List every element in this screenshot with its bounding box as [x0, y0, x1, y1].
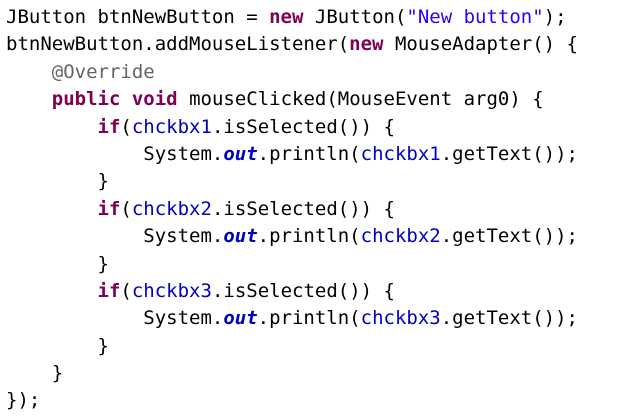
code-text: }: [6, 170, 109, 193]
keyword-token: new: [269, 6, 304, 28]
code-text: JButton(: [303, 6, 407, 28]
code-line: public void mouseClicked(MouseEvent arg0…: [6, 86, 642, 113]
code-text: }: [6, 334, 109, 357]
code-text: .isSelected()) {: [211, 279, 395, 302]
string-literal: "New button": [406, 6, 544, 28]
code-text: .println(: [257, 307, 361, 330]
static-field-reference: out: [223, 225, 258, 248]
code-text: System.: [6, 225, 224, 248]
field-reference: chckbx1: [131, 115, 212, 138]
code-line: JButton btnNewButton = new JButton("New …: [6, 4, 642, 31]
code-line: }: [6, 360, 642, 387]
code-text: .println(: [257, 225, 361, 248]
annotation-token: @Override: [51, 60, 155, 83]
field-reference: chckbx3: [360, 307, 441, 330]
field-reference: chckbx3: [131, 279, 212, 302]
code-text: .isSelected()) {: [211, 115, 395, 138]
code-text: });: [6, 389, 41, 412]
code-line: if(chckbx1.isSelected()) {: [6, 114, 642, 141]
code-text: System.: [6, 307, 224, 330]
code-text: [6, 280, 98, 302]
code-text: [120, 88, 131, 110]
code-text: [6, 61, 52, 83]
code-text: .println(: [257, 142, 361, 165]
code-line: if(chckbx3.isSelected()) {: [6, 278, 642, 305]
keyword-token: if: [97, 197, 121, 220]
code-text: (: [120, 115, 132, 138]
code-text: mouseClicked(MouseEvent arg0) {: [177, 88, 544, 111]
code-line: if(chckbx2.isSelected()) {: [6, 196, 642, 223]
code-line: System.out.println(chckbx1.getText());: [6, 141, 642, 168]
code-text: [6, 116, 98, 138]
code-line: }: [6, 251, 642, 278]
code-text: (: [120, 197, 132, 220]
code-line: System.out.println(chckbx3.getText());: [6, 305, 642, 332]
code-text: (: [120, 279, 132, 302]
keyword-token: if: [97, 115, 121, 138]
code-text: }: [6, 252, 109, 275]
keyword-token: void: [131, 88, 178, 111]
code-text: .getText());: [440, 225, 578, 248]
code-text: JButton btnNewButton =: [6, 6, 270, 28]
code-text: [6, 88, 52, 110]
keyword-token: public: [51, 88, 121, 111]
code-text: btnNewButton.addMouseListener(: [6, 33, 350, 56]
code-line: btnNewButton.addMouseListener(new MouseA…: [6, 31, 642, 58]
code-line: @Override: [6, 59, 642, 86]
field-reference: chckbx2: [360, 225, 441, 248]
code-line: }: [6, 333, 642, 360]
field-reference: chckbx2: [131, 197, 212, 220]
code-text: }: [6, 362, 64, 385]
code-text: MouseAdapter() {: [383, 33, 578, 56]
static-field-reference: out: [223, 307, 258, 330]
code-text: );: [543, 6, 567, 28]
code-text: .getText());: [440, 307, 578, 330]
code-text: System.: [6, 142, 224, 165]
code-line: System.out.println(chckbx2.getText());: [6, 223, 642, 250]
code-text: [6, 198, 98, 220]
keyword-token: new: [349, 33, 384, 56]
keyword-token: if: [97, 279, 121, 302]
code-line: }: [6, 168, 642, 195]
static-field-reference: out: [223, 142, 258, 165]
code-line: });: [6, 387, 642, 414]
field-reference: chckbx1: [360, 142, 441, 165]
code-text: .isSelected()) {: [211, 197, 395, 220]
code-text: .getText());: [440, 142, 578, 165]
